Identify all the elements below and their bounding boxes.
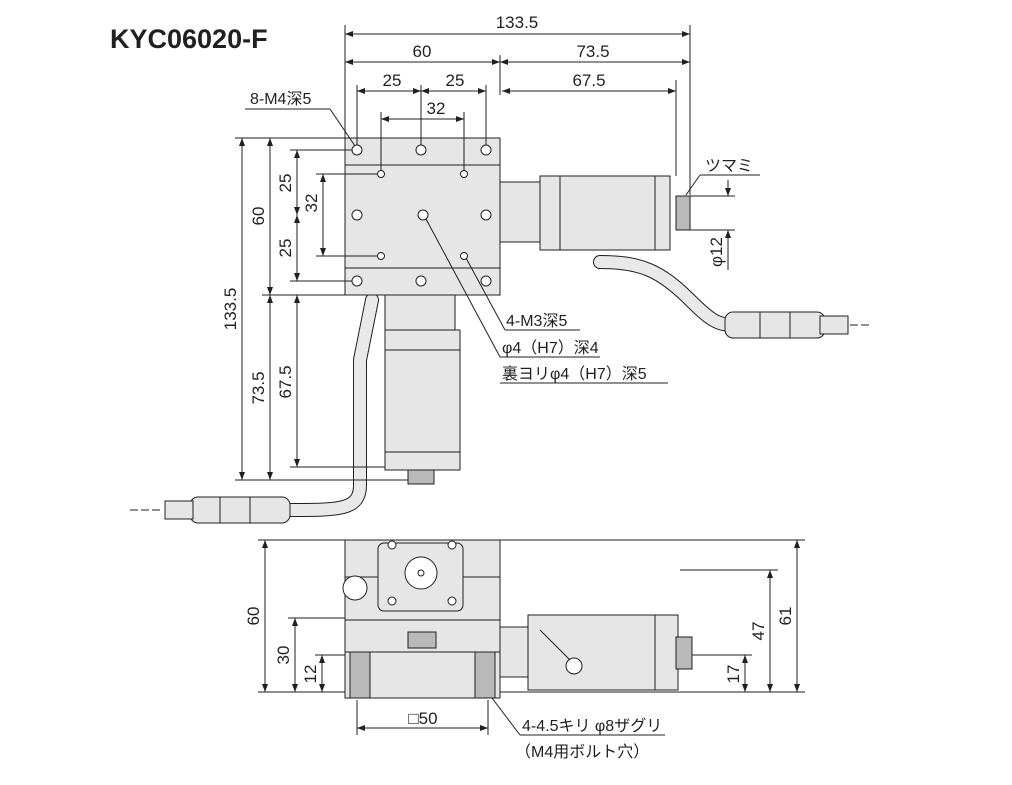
left-connector	[130, 496, 291, 524]
right-connector	[724, 311, 870, 339]
model-title: KYC06020-F	[110, 24, 268, 54]
label-pin-hole: φ4（H7）深4	[502, 339, 599, 357]
label-m4-tapped: 8-M4深5	[250, 90, 311, 108]
label-knob: ツマミ	[705, 158, 753, 175]
dim-v-hole-pitch-b: 25	[276, 239, 295, 258]
dim-v-m3-pitch: 32	[302, 194, 321, 213]
dim-front-motor-height: 47	[749, 622, 768, 641]
bottom-motor	[384, 294, 461, 485]
dim-motor-width: 73.5	[576, 42, 609, 61]
front-dimensions: 60 30 12 61 47 17 □50	[244, 539, 805, 735]
top-stage-plate	[344, 137, 501, 296]
dim-overall-height: 133.5	[221, 288, 240, 331]
dim-front-knob-height: 17	[724, 665, 743, 684]
dim-m3-pitch: 32	[427, 99, 446, 118]
dim-front-height: 60	[244, 607, 263, 626]
front-view-motor	[499, 614, 693, 691]
dim-stage-height: 60	[249, 207, 268, 226]
dim-motor-height: 73.5	[249, 371, 268, 404]
label-knob-diameter: φ12	[707, 237, 726, 267]
dim-front-mid: 30	[274, 646, 293, 665]
dim-stage-width: 60	[413, 42, 432, 61]
top-dimensions: 133.5 60 73.5 25 25 67.5 32	[344, 13, 691, 195]
label-m3-holes: 4-M3深5	[506, 312, 567, 330]
dim-v-hole-pitch-a: 25	[276, 174, 295, 193]
dim-front-overall: 61	[776, 607, 795, 626]
dim-hole-pitch-b: 25	[446, 71, 465, 90]
top-view-cables	[283, 255, 747, 517]
left-dimensions: 133.5 60 73.5 25 25 32 67.5	[221, 137, 408, 481]
dim-v-motor-length: 67.5	[276, 365, 295, 398]
dim-overall-width: 133.5	[496, 13, 539, 32]
dim-front-base: 12	[301, 665, 320, 684]
top-view-callouts: 8-M4深5 ツマミ φ12 4-M3深5 φ4（H7）深4 裏ヨリφ4（H7）…	[245, 90, 760, 384]
dim-hole-pitch-a: 25	[383, 71, 402, 90]
m3-hole-icons	[377, 170, 468, 260]
center-pin-hole-icon	[417, 209, 429, 221]
label-mount-holes: 4-4.5キリ φ8ザグリ	[522, 717, 662, 735]
dim-motor-length: 67.5	[572, 71, 605, 90]
label-rear-pin-hole: 裏ヨリφ4（H7）深5	[502, 364, 647, 383]
label-mount-note: （M4用ボルト穴）	[515, 743, 649, 761]
right-motor	[499, 175, 691, 251]
front-view-callouts: 4-4.5キリ φ8ザグリ （M4用ボルト穴）	[491, 697, 665, 761]
front-view-stage	[342, 539, 501, 699]
knob-icon	[675, 195, 691, 231]
dim-square-50: □50	[408, 709, 437, 728]
